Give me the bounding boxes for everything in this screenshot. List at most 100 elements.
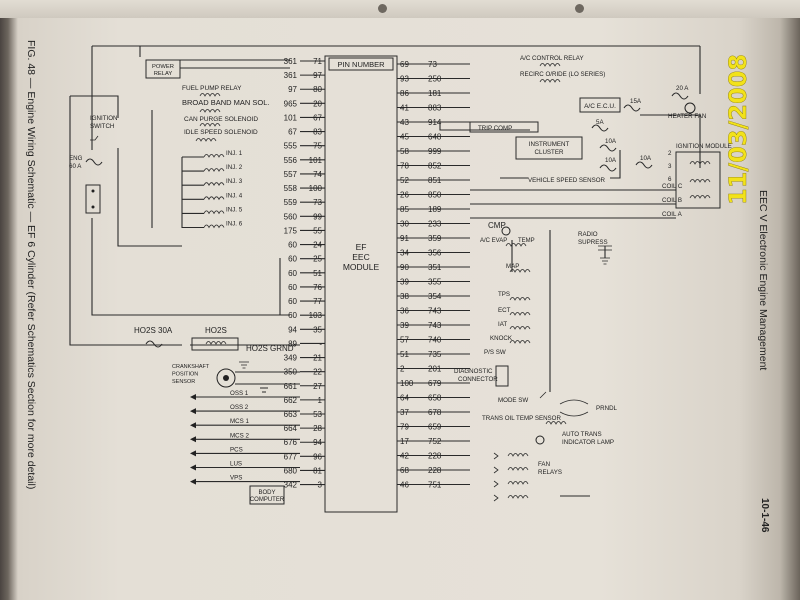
mode-switch-symbol <box>539 391 547 399</box>
left-pin-number: 24 <box>313 241 322 250</box>
injector-label: INJ. 5 <box>226 206 243 213</box>
fuse-10a-symbol <box>635 161 653 169</box>
left-pin-number: 99 <box>313 212 322 221</box>
indicator-lamp-symbol <box>535 435 545 445</box>
left-pin-number: 73 <box>313 198 322 207</box>
left-pin-number: 103 <box>309 311 323 320</box>
left-wire-number: 94 <box>288 325 297 334</box>
left-pin-number: 20 <box>313 99 322 108</box>
trip-comp-box <box>469 121 539 133</box>
left-pin-number: 27 <box>313 382 322 391</box>
right-wire-number: 659 <box>428 423 442 432</box>
left-pin-number: 35 <box>313 325 322 334</box>
eec-module-name-line: EF <box>356 242 367 252</box>
right-wire-number: 743 <box>428 321 442 330</box>
left-wire-number: 349 <box>284 354 298 363</box>
right-pin-number: 51 <box>400 350 409 359</box>
diagnostic-connector-label: CONNECTOR <box>458 376 498 383</box>
left-pin-number: 55 <box>313 226 322 235</box>
right-pin-number: 2 <box>400 365 405 374</box>
right-wire-number: 354 <box>428 292 442 301</box>
ect-label: ECT <box>498 307 511 314</box>
fuse-10a-symbol <box>599 164 617 172</box>
right-pin-number: 91 <box>400 234 409 243</box>
right-pin-number: 85 <box>400 205 409 214</box>
page-number: 10-1-46 <box>759 498 770 533</box>
left-wire-number: 680 <box>284 466 298 475</box>
right-wire-number: 658 <box>428 394 442 403</box>
left-pin-number: 80 <box>313 85 322 94</box>
fuse-5a-symbol <box>591 124 609 132</box>
sensor-connector-symbol <box>190 436 196 443</box>
coil-number: 3 <box>668 163 672 170</box>
instrument-cluster-label: INSTRUMENT <box>529 141 570 148</box>
temp-label: TEMP <box>518 238 535 244</box>
right-wire-number: 228 <box>428 452 442 461</box>
left-pin-number: 81 <box>313 466 322 475</box>
left-wire-number: 89 <box>288 339 297 348</box>
right-wire-number: 740 <box>428 336 442 345</box>
right-wire-number: 851 <box>428 176 442 185</box>
crank-sensor-label: SENSOR <box>172 379 195 385</box>
ac-evap-label: A/C EVAP <box>480 238 507 244</box>
left-pin-number: 76 <box>313 283 322 292</box>
left-wire-number: 361 <box>284 57 298 66</box>
recirc-coil <box>539 79 561 83</box>
section-header: EEC V Electronic Engine Management <box>757 190 769 370</box>
left-pin-number: 67 <box>313 113 322 122</box>
right-wire-number: 233 <box>428 220 442 229</box>
left-pin-number: 101 <box>309 156 323 165</box>
left-pin-number: 83 <box>313 128 322 137</box>
right-pin-number: 100 <box>400 379 414 388</box>
sensor-connector-symbol <box>190 394 196 400</box>
radio-ground <box>600 257 610 265</box>
fan-relay-coil <box>507 495 529 499</box>
right-wire-number: 250 <box>428 75 442 84</box>
prndl-switch-symbol <box>559 399 589 417</box>
right-pin-number: 37 <box>400 408 409 417</box>
pin-number-title: PIN NUMBER <box>337 60 385 69</box>
sensor-resistor-symbol <box>509 312 531 316</box>
left-wire-number: 60 <box>288 269 297 278</box>
diagnostic-connector-box <box>495 365 509 387</box>
left-pin-number: 77 <box>313 297 322 306</box>
left-wire-number: 661 <box>284 382 298 391</box>
right-pin-number: 30 <box>400 220 409 229</box>
terminal-dot <box>91 189 95 193</box>
right-wire-number: 73 <box>428 60 437 69</box>
eec-module-name-line: MODULE <box>343 262 380 272</box>
right-wire-number: 351 <box>428 263 442 272</box>
recirc-label: RECIRC O/RIDE (LO SERIES) <box>520 71 605 78</box>
right-wire-number: 914 <box>428 118 442 127</box>
heater-fan-motor <box>684 102 696 114</box>
fuse-5a-label: 5A <box>596 119 604 126</box>
left-pin-number: 51 <box>313 269 322 278</box>
left-wire-number: 662 <box>284 396 298 405</box>
trans-temp-sensor <box>545 421 567 425</box>
ignition-coil-winding <box>689 179 711 183</box>
ho2s-heater-box <box>191 337 239 351</box>
right-pin-number: 36 <box>400 307 409 316</box>
fuel-pump-relay-coil <box>199 93 221 97</box>
left-wire-number: 965 <box>284 99 298 108</box>
vss-label: VEHICLE SPEED SENSOR <box>528 177 606 184</box>
left-wire-number: 60 <box>288 283 297 292</box>
coil-number: 6 <box>668 176 672 183</box>
left-pin-number: 96 <box>313 452 322 461</box>
crank-sensor-label: CRANKSHAFT <box>172 364 210 370</box>
right-wire-number: 355 <box>428 278 442 287</box>
radio-supress-label: RADIO <box>578 231 598 238</box>
heater-fan-label: HEATER FAN <box>668 113 706 120</box>
iat-label: IAT <box>498 321 507 328</box>
fuse-10a-label: 10A <box>605 157 617 164</box>
left-pin-number: 22 <box>313 368 322 377</box>
canister-purge-coil <box>199 123 221 127</box>
left-wire-number: 555 <box>284 142 298 151</box>
eec-module-box <box>324 55 398 513</box>
right-pin-number: 39 <box>400 278 409 287</box>
crank-sensor-core <box>223 375 229 381</box>
binding-hole <box>378 4 387 13</box>
eng-fuse-block <box>85 184 101 214</box>
sensor-connector-symbol <box>190 408 196 415</box>
